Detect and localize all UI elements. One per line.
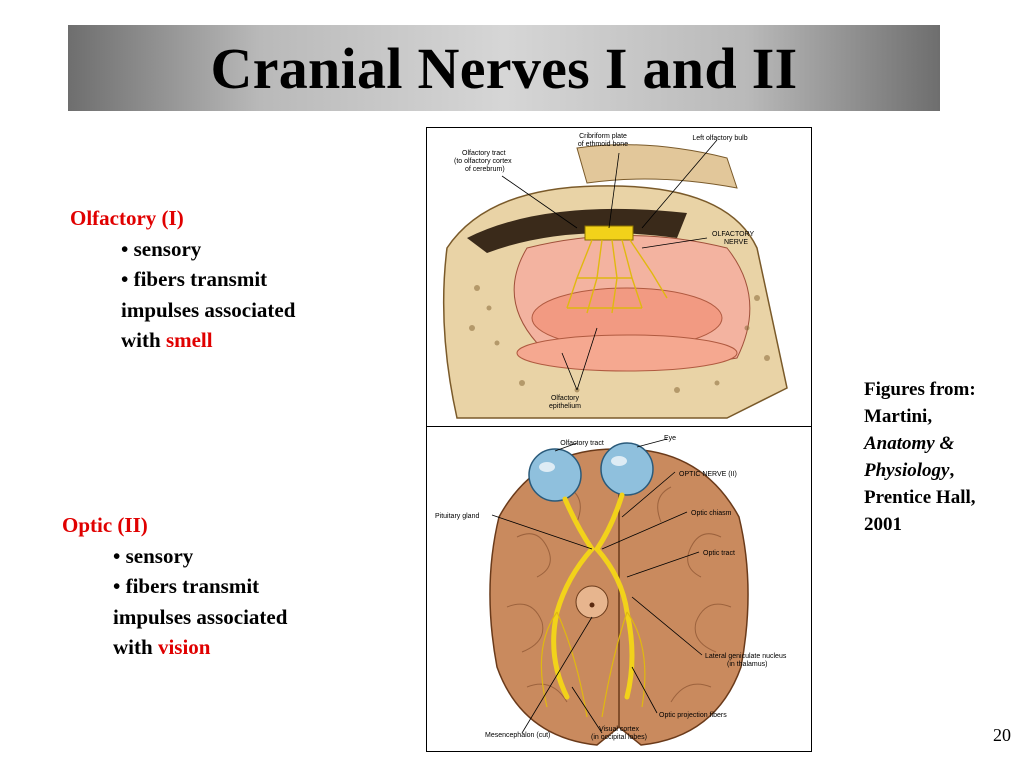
label-pituitary: Pituitary gland xyxy=(435,513,479,520)
credit-author: Martini, xyxy=(864,406,933,427)
label-lgn-2: (in thalamus) xyxy=(727,661,767,668)
optic-figure: Olfactory tract Eye OPTIC NERVE (II) Pit… xyxy=(426,426,812,752)
optic-vision-highlight: vision xyxy=(157,635,211,659)
title-bar: Cranial Nerves I and II xyxy=(68,25,940,111)
credit-book-line2-wrap: Physiology, xyxy=(864,457,976,484)
credit-publisher: Prentice Hall, xyxy=(864,487,976,508)
olfactory-bullet-fibers-line3: with smell xyxy=(121,325,295,356)
optic-section: Optic (II) • sensory • fibers transmit i… xyxy=(62,510,287,663)
page-number: 20 xyxy=(993,725,1011,745)
label-optic-projection: Optic projection fibers xyxy=(659,712,727,719)
olfactory-figure: Cribriform plate of ethmoid bone Left ol… xyxy=(426,127,812,427)
label-olfactory-tract-2: (to olfactory cortex xyxy=(454,158,512,165)
label-eye: Eye xyxy=(664,435,676,442)
label-olfactory-tract-1: Olfactory tract xyxy=(462,150,506,157)
olfactory-bullet-fibers-line2: impulses associated xyxy=(121,297,296,322)
olfactory-bullet-fibers-line1: • fibers transmit xyxy=(121,267,268,291)
label-visual-cortex-2: (in occipital lobes) xyxy=(591,734,647,741)
label-lgn-1: Lateral geniculate nucleus xyxy=(705,653,787,660)
optic-with-text: with xyxy=(113,635,158,659)
optic-bullet-fibers-line3: with vision xyxy=(113,632,287,663)
olfactory-heading: Olfactory (I) xyxy=(70,206,184,230)
label-optic-tract: Optic tract xyxy=(703,550,735,557)
olfactory-illustration: Cribriform plate of ethmoid bone Left ol… xyxy=(442,133,788,419)
olfactory-bullet-sensory: • sensory xyxy=(121,236,202,261)
optic-bullet-fibers-line2: impulses associated xyxy=(113,604,288,629)
label-optic-olfactory-tract: Olfactory tract xyxy=(560,440,604,447)
label-olfactory-tract-3: of cerebrum) xyxy=(465,166,505,173)
optic-heading: Optic (II) xyxy=(62,513,148,537)
label-optic-chiasm: Optic chiasm xyxy=(691,510,732,517)
olfactory-with-text: with xyxy=(121,328,166,352)
olfactory-smell-highlight: smell xyxy=(165,328,213,352)
label-olfactory-bulb: Left olfactory bulb xyxy=(692,135,747,142)
label-olfactory-epithelium-1: Olfactory xyxy=(551,395,580,402)
slide-title: Cranial Nerves I and II xyxy=(210,35,798,101)
label-optic-nerve: OPTIC NERVE (II) xyxy=(679,471,737,478)
credit-book-comma: , xyxy=(949,460,955,481)
optic-bullet-sensory: • sensory xyxy=(113,543,194,568)
label-mesencephalon: Mesencephalon (cut) xyxy=(485,732,550,739)
label-visual-cortex-1: Visual cortex xyxy=(599,726,639,733)
label-olfactory-epithelium-2: epithelium xyxy=(549,403,581,410)
figure-credit: Figures from: Martini, Anatomy & Physiol… xyxy=(864,376,976,538)
label-olfactory-nerve-2: NERVE xyxy=(724,239,748,246)
credit-book-line2: Physiology xyxy=(864,460,950,481)
credit-year: 2001 xyxy=(864,514,902,535)
credit-book-line1: Anatomy & xyxy=(864,433,955,454)
olfactory-section: Olfactory (I) • sensory • fibers transmi… xyxy=(70,203,295,356)
optic-bullet-fibers-line1: • fibers transmit xyxy=(113,574,260,598)
label-cribriform-1: Cribriform plate xyxy=(579,133,627,140)
optic-illustration: Olfactory tract Eye OPTIC NERVE (II) Pit… xyxy=(435,435,787,746)
label-olfactory-nerve-1: OLFACTORY xyxy=(712,231,754,238)
credit-line1: Figures from: xyxy=(864,379,976,400)
label-cribriform-2: of ethmoid bone xyxy=(578,141,628,148)
